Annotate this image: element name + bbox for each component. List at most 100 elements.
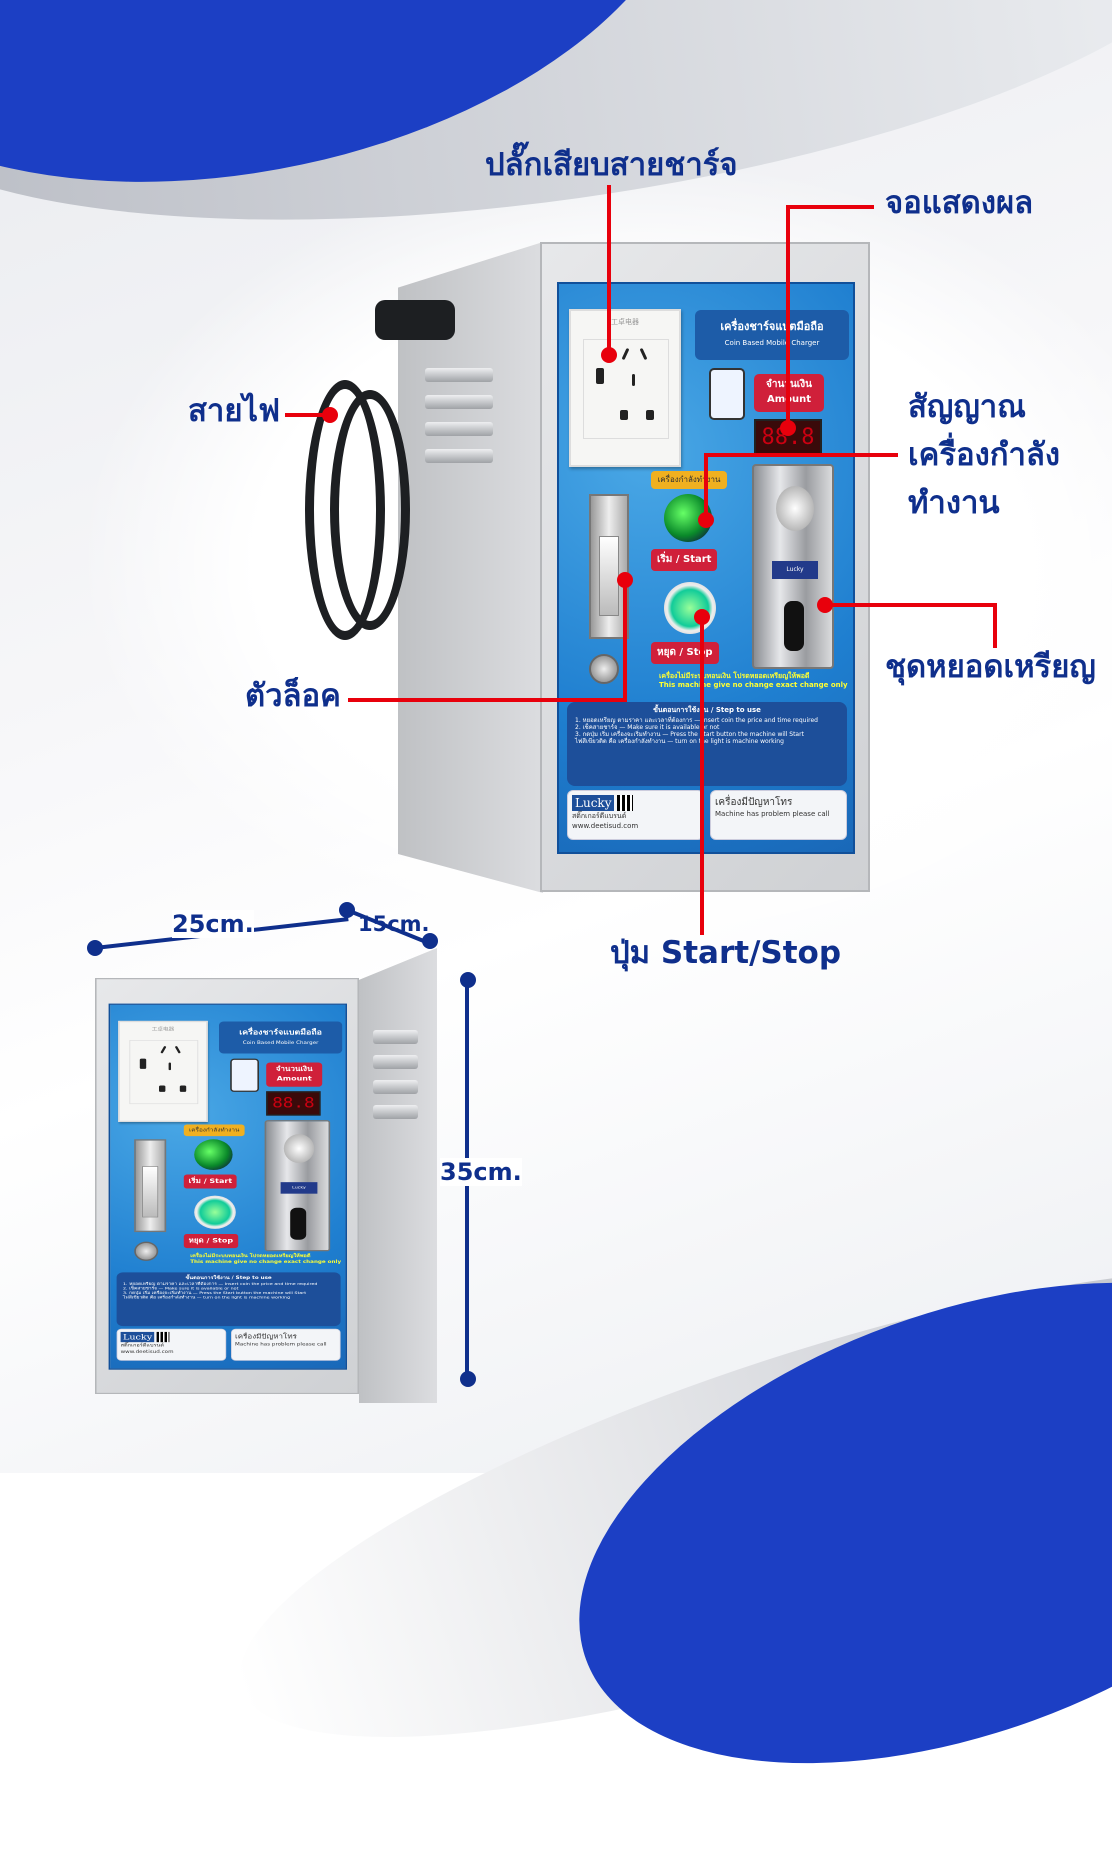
control-panel: 工卓电器 เครื่องชาร์จแบตมือถือ Coin Based Mo… [108,1003,347,1370]
socket-pin [168,1062,171,1071]
website: www.deetisud.com [120,1349,174,1355]
door-handle[interactable] [134,1139,167,1233]
panel-title-box: เครื่องชาร์จแบตมือถือ Coin Based Mobile … [219,1021,343,1054]
dimension-width: 25cm. [172,910,254,938]
qr-code [156,1331,170,1343]
step-2: 2. เช็คสายชาร์จ — Make sure it is availa… [123,1286,239,1291]
callout-line [607,185,611,357]
callout-line [704,453,708,520]
problem-th: เครื่องมีปัญหาโทร [715,797,793,808]
notice-th: เครื่องไม่มีระบบทอนเงิน โปรดหยอดเหรียญให… [659,672,810,680]
step-3: 3. กดปุ่ม เริ่ม เครื่องจะเริ่มทำงาน — Pr… [123,1290,307,1296]
step-3: 3. กดปุ่ม เริ่ม เครื่องจะเริ่มทำงาน — Pr… [575,731,804,738]
callout-coin-acceptor: ชุดหยอดเหรียญ [885,649,1096,685]
usb-port[interactable] [596,368,604,384]
power-cable [330,390,410,630]
callout-working-signal-3: ทำงาน [908,485,1000,521]
callout-start-stop: ปุ่ม Start/Stop [610,935,842,971]
socket-pin [174,1045,181,1054]
socket-pin [179,1085,187,1092]
charger-machine-main: 工卓电器 เครื่องชาร์จแบตมือถือ Coin Based Mo… [540,242,870,892]
coin-return[interactable] [784,601,804,651]
callout-dot [322,407,338,423]
notice-th: เครื่องไม่มีระบบทอนเงิน โปรดหยอดเหรียญให… [190,1253,311,1259]
power-socket[interactable]: 工卓电器 [118,1020,208,1122]
callout-lock: ตัวล็อค [245,678,341,714]
no-change-notice: เครื่องไม่มีระบบทอนเงิน โปรดหยอดเหรียญให… [659,672,849,690]
callout-dot [617,572,633,588]
small-machine-side-panel [359,948,437,1403]
dimension-dot [460,1371,476,1387]
instructions-box: ขั้นตอนการใช้งาน / Step to use 1. หยอดเห… [567,702,847,786]
socket-pin [160,1045,167,1054]
steps-title: ขั้นตอนการใช้งาน / Step to use [653,706,761,714]
key-lock[interactable] [134,1241,159,1261]
website: www.deetisud.com [572,822,639,830]
socket-pin [646,410,654,420]
socket-pin [632,374,635,386]
panel-title: เครื่องชาร์จแบตมือถือ [239,1027,322,1037]
panel-subtitle: Coin Based Mobile Charger [242,1040,319,1046]
vent-slot [425,368,493,382]
callout-line [285,413,330,417]
callout-line [786,205,874,209]
dimension-dot [422,933,438,949]
stop-label: หยุด / Stop [183,1234,238,1249]
stop-label: หยุด / Stop [651,642,719,664]
problem-en: Machine has problem please call [715,810,830,818]
notice-en: This machine give no change exact change… [190,1258,342,1265]
start-stop-button[interactable] [664,582,716,634]
step-2: 2. เช็คสายชาร์จ — Make sure it is availa… [575,724,720,731]
callout-line [700,617,704,935]
socket-pin [620,410,628,420]
dimension-dot [87,940,103,956]
door-handle[interactable] [589,494,629,639]
socket-pin [159,1085,166,1092]
cable-gland [375,300,455,340]
socket-pin [621,347,630,361]
qr-code [617,795,634,811]
dimension-dot [460,972,476,988]
instructions-box: ขั้นตอนการใช้งาน / Step to use 1. หยอดเห… [116,1272,341,1327]
control-panel: 工卓电器 เครื่องชาร์จแบตมือถือ Coin Based Mo… [557,282,855,854]
problem-en: Machine has problem please call [235,1341,327,1347]
steps-title: ขั้นตอนการใช้งาน / Step to use [185,1274,272,1281]
callout-line [786,205,790,430]
callout-dot [601,347,617,363]
coin-acceptor[interactable]: Lucky [264,1120,331,1252]
power-socket[interactable]: 工卓电器 [569,309,681,467]
vent-slot [425,395,493,409]
usb-port[interactable] [139,1058,147,1069]
vent-slot [373,1055,418,1069]
phone-illustration [709,368,745,420]
vent-slot [425,422,493,436]
start-stop-button[interactable] [194,1195,236,1229]
working-label: เครื่องกำลังทำงาน [183,1124,245,1137]
vent-slot [373,1105,418,1119]
notice-en: This machine give no change exact change… [659,681,848,689]
callout-power-cable: สายไฟ [188,393,281,429]
key-lock[interactable] [589,654,619,684]
problem-th: เครื่องมีปัญหาโทร [235,1333,297,1341]
no-change-notice: เครื่องไม่มีระบบทอนเงิน โปรดหยอดเหรียญให… [190,1253,342,1265]
coin-acceptor[interactable]: Lucky [752,464,834,669]
working-indicator-light [194,1139,233,1170]
coin-slot[interactable] [776,486,814,531]
coin-tag: Lucky [280,1182,318,1194]
dimension-height: 35cm. [440,1158,522,1186]
vent-slot [373,1080,418,1094]
callout-line [704,453,898,457]
coin-return[interactable] [290,1207,307,1240]
brand-text: สติ๊กเกอร์ดีแบรนด์ [572,812,627,820]
vent-slot [425,449,493,463]
dimension-depth: 15cm. [358,912,430,936]
phone-illustration [230,1058,259,1092]
panel-subtitle: Coin Based Mobile Charger [724,339,820,347]
working-label: เครื่องกำลังทำงาน [651,471,727,489]
machine-side-panel [398,242,543,893]
panel-title-box: เครื่องชาร์จแบตมือถือ Coin Based Mobile … [695,310,849,360]
callout-line [348,698,627,702]
step-1: 1. หยอดเหรียญ ตามราคา และเวลาที่ต้องการ … [575,717,818,724]
coin-slot[interactable] [283,1134,315,1163]
brand-logo: Lucky [120,1331,155,1343]
